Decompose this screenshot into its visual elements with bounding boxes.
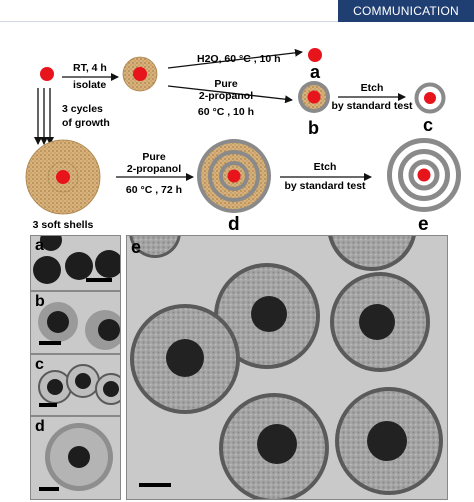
scheme-label-c: c [423, 115, 433, 135]
tem-panel-c: c [30, 354, 121, 416]
product-d-core [227, 169, 241, 183]
banner-rule [0, 21, 474, 22]
scale-bar-a [86, 278, 112, 282]
step4-line1-text: Pure [142, 151, 166, 163]
tem-b-image [38, 302, 120, 350]
tem-panel-b: b [30, 291, 121, 354]
cycles-line1-text: 3 cycles [62, 103, 103, 115]
arrow-step2 [167, 48, 303, 69]
scheme-label-b: b [308, 118, 319, 138]
tem-c-image [38, 364, 120, 405]
soft-shells-caption: 3 soft shells [33, 219, 94, 231]
scale-bar-b [39, 341, 61, 345]
scheme-label-d: d [228, 214, 240, 232]
soft-shell-core [133, 67, 147, 81]
inner-soft-shell-outline [47, 161, 79, 193]
etch1-bottom-text: by standard test [331, 100, 413, 112]
step3-line3-text: 60 °C , 10 h [198, 106, 254, 118]
scheme-label-a: a [310, 62, 321, 82]
tem-d-image [45, 423, 113, 491]
tem-e-image [129, 236, 443, 499]
scale-bar-c [39, 403, 57, 407]
tem-label-d: d [35, 418, 45, 435]
step1-top-text: RT, 4 h [73, 62, 107, 74]
step4-line2-text: 2-propanol [127, 163, 181, 175]
etch2-top-text: Etch [314, 161, 337, 173]
tem-a-image [33, 236, 120, 284]
scale-bar-e [139, 483, 171, 487]
tem-panel-a: a [30, 235, 121, 291]
section-label: COMMUNICATION [338, 0, 474, 22]
arrow-step3 [167, 85, 293, 104]
tem-label-c: c [35, 356, 44, 373]
starting-core [40, 67, 54, 81]
synthesis-scheme: RT, 4 h isolate H2O, 60 °C , 10 h a Pure… [25, 48, 461, 232]
step2-conditions-text: H2O, 60 °C , 10 h [197, 53, 281, 65]
section-banner: COMMUNICATION [0, 0, 474, 22]
product-c-core [424, 92, 436, 104]
tem-label-a: a [35, 237, 44, 254]
product-a-core [308, 48, 322, 62]
product-e-core [417, 168, 431, 182]
scale-bar-d [39, 487, 59, 491]
step1-bottom-text: isolate [73, 79, 106, 91]
tem-label-b: b [35, 293, 45, 310]
three-soft-shell-core [56, 170, 70, 184]
etch2-bottom-text: by standard test [284, 180, 366, 192]
step4-line3-text: 60 °C , 72 h [126, 184, 182, 196]
cycles-line2-text: of growth [62, 117, 110, 129]
tem-panel-e: e [126, 235, 448, 500]
product-b-core [307, 90, 321, 104]
scheme-label-e: e [418, 214, 429, 232]
tem-panel-d: d [30, 416, 121, 500]
step3-line1-text: Pure [214, 78, 238, 90]
etch1-top-text: Etch [361, 82, 384, 94]
step3-line2-text: 2-propanol [199, 90, 253, 102]
tem-label-e: e [131, 237, 142, 257]
